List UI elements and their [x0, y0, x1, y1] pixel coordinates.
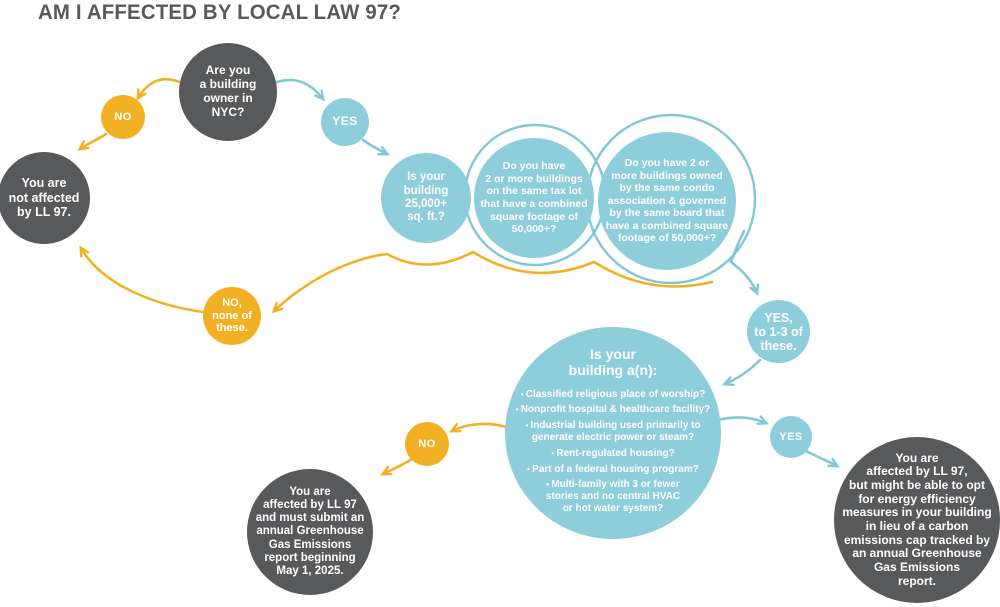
arrow-nonone-to-notaffected	[81, 248, 205, 314]
node-building-type-question: Is your building a(n): Classified religi…	[505, 327, 721, 539]
node-text: YES	[779, 430, 803, 443]
node-text: YES, to 1-3 of these.	[754, 310, 803, 353]
building-type-header: Is your building a(n):	[568, 346, 658, 378]
node-q1-sqft: Is your building 25,000+ sq. ft.?	[381, 153, 471, 243]
building-type-item: Nonprofit hospital & healthcare facility…	[516, 404, 710, 416]
arrow-no-to-report	[383, 457, 414, 474]
node-yes-1-3-of-these: YES, to 1-3 of these.	[747, 300, 810, 363]
arrow-big-to-yes	[712, 417, 766, 423]
node-no-top: NO	[101, 95, 145, 139]
node-text: Is your building 25,000+ sq. ft.?	[403, 171, 449, 224]
node-no-none-of-these: NO, none of these.	[203, 287, 261, 345]
node-text: Are you a building owner in NYC?	[199, 63, 257, 119]
building-type-item: Rent-regulated housing?	[516, 448, 711, 460]
building-type-item: Industrial building used primarily to ge…	[516, 420, 711, 444]
node-text: NO	[418, 437, 436, 450]
node-not-affected: You are not affected by LL 97.	[0, 152, 90, 244]
node-text: NO	[114, 110, 132, 123]
building-type-list: Classified religious place of worship? N…	[516, 385, 711, 519]
arrow-owner-to-no	[138, 77, 186, 98]
node-text: You are affected by LL 97 and must submi…	[255, 486, 365, 577]
node-text: You are not affected by LL 97.	[8, 176, 80, 220]
arrow-bracket-to-nonone	[274, 252, 389, 311]
arrow-yes-to-q1	[361, 138, 387, 154]
arrow-no-to-notaffected	[80, 132, 108, 149]
arrow-big-to-no	[452, 422, 514, 431]
node-affected-can-opt: You are affected by LL 97, but might be …	[834, 437, 1000, 603]
node-q2-taxlot: Do you have 2 or more buildings on the s…	[474, 138, 594, 258]
bracket-under-questions	[385, 250, 714, 288]
node-q3-condo: Do you have 2 or more buildings owned by…	[598, 132, 736, 270]
node-text: Do you have 2 or more buildings owned by…	[605, 156, 729, 245]
page-title: AM I AFFECTED BY LOCAL LAW 97?	[38, 1, 402, 24]
node-text: Do you have 2 or more buildings on the s…	[480, 160, 588, 236]
node-text: YES	[332, 114, 358, 129]
node-text: You are affected by LL 97, but might be …	[842, 450, 992, 588]
node-yes-bottom: YES	[770, 416, 812, 458]
arrow-yes-to-opt	[804, 449, 837, 466]
building-type-item: Classified religious place of worship?	[516, 389, 711, 401]
building-type-item: Part of a federal housing program?	[516, 464, 711, 476]
node-text: NO, none of these.	[212, 296, 252, 335]
building-type-item: Multi-family with 3 or fewer stories and…	[516, 479, 711, 514]
arrow-bubble-to-yes13	[729, 229, 757, 293]
node-no-bottom: NO	[405, 422, 449, 466]
node-building-owner-question: Are you a building owner in NYC?	[179, 43, 277, 141]
node-affected-must-report: You are affected by LL 97 and must submi…	[247, 469, 373, 595]
node-yes-top: YES	[321, 98, 369, 146]
arrow-yes13-to-big	[725, 358, 762, 384]
arrow-owner-to-yes	[270, 78, 323, 99]
